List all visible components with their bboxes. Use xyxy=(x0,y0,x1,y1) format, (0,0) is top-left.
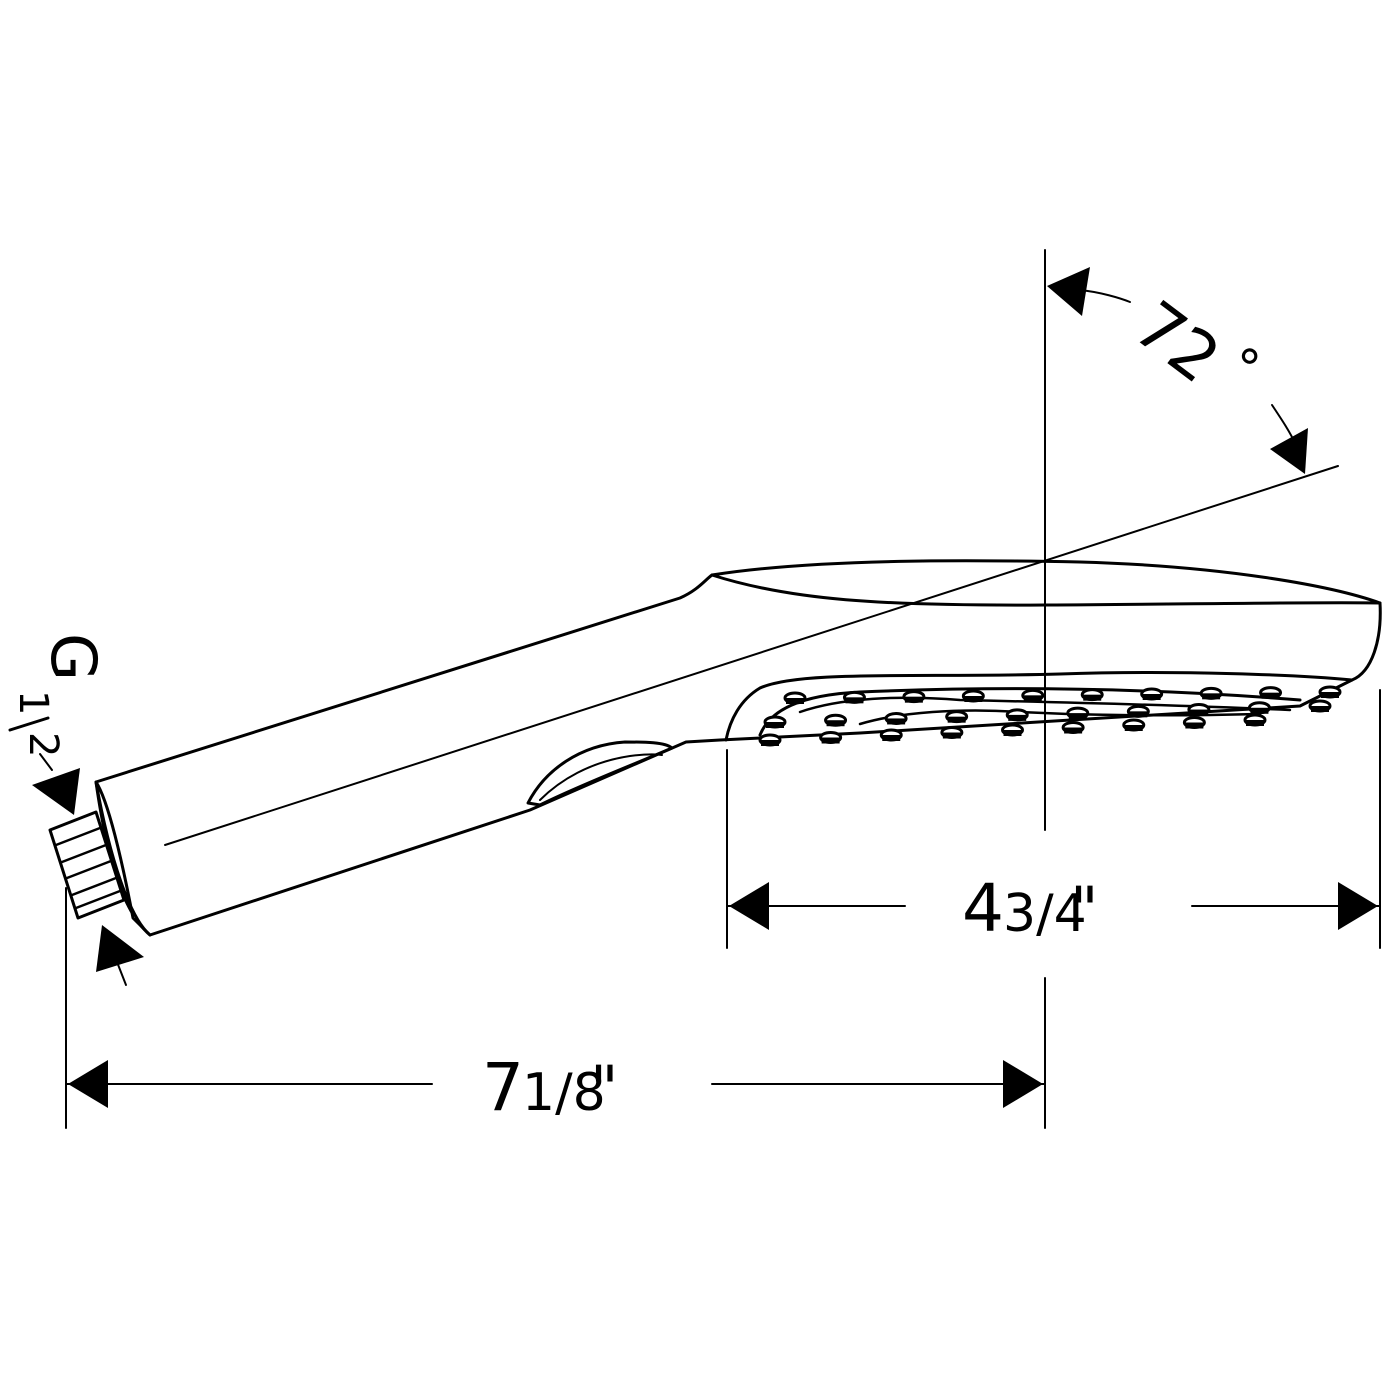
spray-nozzle-base xyxy=(821,737,840,744)
spray-nozzle-base xyxy=(826,720,845,727)
head-arrowhead-right xyxy=(1338,882,1378,930)
head-length-dimension: 4 3/4 " xyxy=(726,689,1381,949)
head-length-fraction: 3/4 xyxy=(1003,884,1087,944)
spray-nozzle-base xyxy=(1008,714,1027,721)
total-arrowhead-right xyxy=(1003,1060,1043,1108)
spray-face-ring xyxy=(758,687,1302,737)
spray-nozzle-base xyxy=(1202,693,1221,700)
handle-axis-line xyxy=(164,465,1339,846)
hand-shower-outline xyxy=(48,559,1382,937)
spray-nozzle-base xyxy=(1068,713,1087,720)
connector-ring xyxy=(94,780,152,937)
spray-nozzle-base xyxy=(947,716,966,723)
spray-nozzle-base xyxy=(1185,722,1204,729)
thread-leader-top xyxy=(39,753,53,771)
head-length-whole: 4 xyxy=(962,870,1004,947)
thread-fraction-bar xyxy=(8,716,50,732)
head-arrowhead-left xyxy=(729,882,769,930)
thread-den-text: 2 xyxy=(20,732,66,757)
total-length-unit: " xyxy=(590,1052,619,1125)
angle-arrowhead-bottom xyxy=(1270,428,1308,474)
thread-nut xyxy=(48,810,126,920)
angle-arc xyxy=(1079,289,1131,303)
spray-nozzle-base xyxy=(887,718,906,725)
spray-nozzle-base xyxy=(904,696,923,703)
head-front-edge xyxy=(724,671,1354,742)
angle-arrowhead-top xyxy=(1047,267,1090,316)
spray-nozzle-base xyxy=(1124,725,1143,731)
construction-lines xyxy=(164,249,1339,1129)
spray-nozzle-base xyxy=(1129,711,1148,718)
spray-nozzle-base xyxy=(845,697,864,704)
total-length-dimension: 7 1/8 " xyxy=(65,887,1046,1129)
spray-nozzle-base xyxy=(1023,695,1042,702)
thread-g-text: G xyxy=(37,633,110,681)
total-arrowhead-left xyxy=(68,1060,108,1108)
spray-nozzle-base xyxy=(786,698,804,704)
spray-nozzle-base xyxy=(964,696,983,702)
button-recess xyxy=(526,740,674,807)
head-length-unit: " xyxy=(1070,873,1099,946)
total-length-fraction: 1/8 xyxy=(522,1063,606,1123)
button-recess-inner xyxy=(539,753,663,801)
thread-leader-bottom xyxy=(116,961,127,986)
spray-nozzle-base xyxy=(766,722,784,728)
thread-dimension: G 1 2 xyxy=(8,633,144,986)
spray-nozzle-base xyxy=(1083,694,1102,701)
spray-nozzle-base xyxy=(1250,707,1269,714)
spray-nozzle-base xyxy=(1261,692,1280,699)
spray-nozzle-base xyxy=(1064,727,1083,734)
thread-grooves xyxy=(54,826,122,910)
spray-nozzle-base xyxy=(1003,730,1022,736)
spray-nozzle-base xyxy=(882,735,901,741)
thread-arrowhead-bottom xyxy=(96,925,144,972)
thread-num-text: 1 xyxy=(10,690,56,715)
spray-nozzle-base xyxy=(1189,709,1208,716)
angle-dimension: 72 ° xyxy=(1047,267,1308,474)
handle-body xyxy=(94,559,1382,937)
spray-nozzle-base xyxy=(942,732,961,739)
spray-nozzles xyxy=(758,685,1342,747)
spray-nozzle-base xyxy=(1142,694,1161,700)
spray-nozzle-base xyxy=(1246,720,1264,726)
spray-nozzle-base xyxy=(1321,692,1339,698)
spray-nozzle-base xyxy=(1311,706,1329,712)
total-length-whole: 7 xyxy=(482,1049,524,1126)
spray-nozzle-base xyxy=(761,740,779,746)
thread-arrowhead-top xyxy=(32,768,80,815)
